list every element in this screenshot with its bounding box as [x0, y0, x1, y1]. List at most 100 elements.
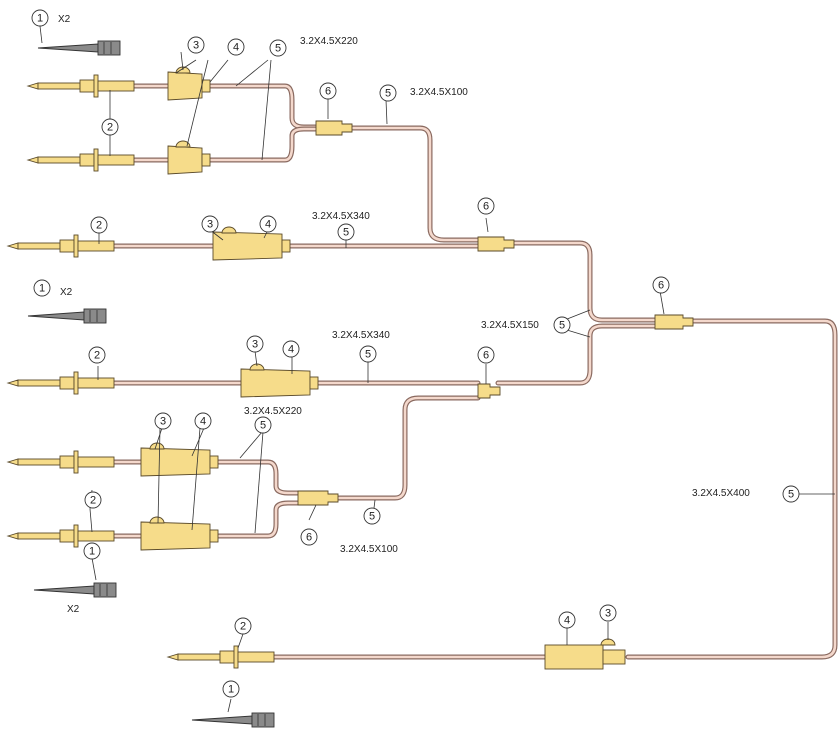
spike-4-shaft	[17, 379, 61, 387]
chamber-6-neck	[209, 529, 219, 543]
chamber-7-taper	[602, 649, 626, 665]
callout-connector-26: 6	[306, 532, 312, 544]
spike-1-shaft	[37, 82, 81, 90]
clamp-7	[600, 638, 616, 646]
callout-tube-7: 5	[385, 88, 391, 100]
callout-clamp-17: 3	[252, 339, 258, 351]
spike-2-flange	[93, 148, 99, 172]
tube-top-left	[208, 84, 320, 129]
leader-line-19	[659, 290, 665, 315]
callout-tube-23: 5	[260, 420, 266, 432]
leader-line-1	[39, 25, 43, 44]
spike-6-hub	[59, 529, 75, 543]
callout-circle-24	[84, 491, 102, 509]
spike-5-flange	[73, 450, 79, 474]
dim-label-long: 3.2X4.5X400	[692, 488, 750, 499]
callout-circle-20	[477, 346, 495, 364]
chamber-4-body	[240, 368, 311, 398]
leader-line-7	[261, 59, 272, 161]
cap-3-tip	[33, 585, 95, 595]
spike-6-tip	[6, 532, 19, 540]
callout-tube-19: 5	[365, 349, 371, 361]
callout-circle-4	[269, 39, 287, 57]
qty-label-mid: X2	[60, 287, 73, 298]
spike-1-flange	[93, 74, 99, 98]
callout-circle-12	[477, 197, 495, 215]
callout-cap-1: 1	[37, 13, 43, 25]
callout-circle-31	[222, 680, 240, 698]
clamp-5	[149, 442, 165, 450]
callout-tube-28: 5	[788, 489, 794, 501]
dim-label-y2-out: 3.2X4.5X100	[340, 544, 398, 555]
callout-circle-13	[33, 279, 51, 297]
chamber-3-neck	[281, 239, 291, 253]
chamber-4-neck	[309, 376, 319, 390]
chamber-1-neck	[201, 79, 211, 93]
callout-connector-6: 6	[325, 86, 331, 98]
callout-circle-29	[234, 617, 252, 635]
callout-spike-24: 2	[90, 495, 96, 507]
callout-chamber-10: 4	[265, 219, 271, 231]
spike-6-shaft	[17, 532, 61, 540]
spike-3-shaft	[17, 242, 61, 250]
leader-line-26	[157, 427, 161, 524]
callout-chamber-18: 4	[288, 344, 294, 356]
callout-circle-11	[337, 223, 355, 241]
callout-cap-25: 1	[89, 546, 95, 558]
leader-line-4	[209, 59, 229, 83]
callout-circle-6	[319, 82, 337, 100]
tube-y2-out-outline	[335, 395, 481, 501]
callout-clamp-9: 3	[207, 219, 213, 231]
callout-circle-1	[31, 9, 49, 27]
callout-circle-16	[88, 346, 106, 364]
spike-5-shaft	[17, 458, 61, 466]
callout-circle-15	[652, 276, 670, 294]
callout-circle-3	[227, 38, 245, 56]
chamber-5-neck	[209, 455, 219, 469]
leader-lines-layer	[39, 25, 835, 713]
callout-circle-18	[282, 340, 300, 358]
spike-5-tip	[6, 458, 19, 466]
callout-circle-26	[300, 528, 318, 546]
qty-label-top: X2	[58, 14, 71, 25]
callout-chamber-30: 4	[564, 615, 570, 627]
leader-line-25	[154, 427, 163, 450]
spike-1-body	[97, 80, 135, 92]
callout-circle-32	[599, 604, 617, 622]
spike-1-tip	[26, 82, 39, 90]
clamp-4	[249, 363, 265, 371]
clamp-2	[175, 140, 191, 148]
cap-4-tip	[191, 715, 253, 725]
callout-circle-8	[90, 216, 108, 234]
callout-chamber-22: 4	[200, 416, 206, 428]
spike-2-hub	[79, 153, 95, 167]
components-layer	[6, 40, 694, 728]
chamber-7-body	[544, 644, 604, 670]
clamp-6	[149, 516, 165, 524]
tube-top-right	[208, 127, 320, 162]
chamber-3-body	[212, 231, 283, 261]
cap-2-tip	[27, 311, 85, 321]
leader-line-34	[308, 504, 317, 521]
leader-line-30	[254, 431, 264, 534]
callout-clamp-2: 3	[193, 40, 199, 52]
callout-tube-11: 5	[343, 227, 349, 239]
tube-mid-lower	[496, 324, 657, 385]
cap-4-body	[251, 712, 275, 728]
callout-chamber-3: 4	[233, 42, 239, 54]
leader-line-28	[191, 427, 201, 531]
callout-circle-9	[201, 215, 219, 233]
callout-circle-19	[359, 345, 377, 363]
callout-circle-27	[363, 507, 381, 525]
spike-7-shaft	[177, 653, 221, 661]
callout-circle-17	[246, 335, 264, 353]
chamber-6-body	[140, 521, 211, 551]
callout-connector-15: 6	[658, 280, 664, 292]
spike-7-body	[237, 651, 275, 663]
callout-cap-13: 1	[39, 283, 45, 295]
callout-clamp-21: 3	[160, 416, 166, 428]
leader-line-11	[385, 99, 388, 125]
spike-7-hub	[219, 650, 235, 664]
